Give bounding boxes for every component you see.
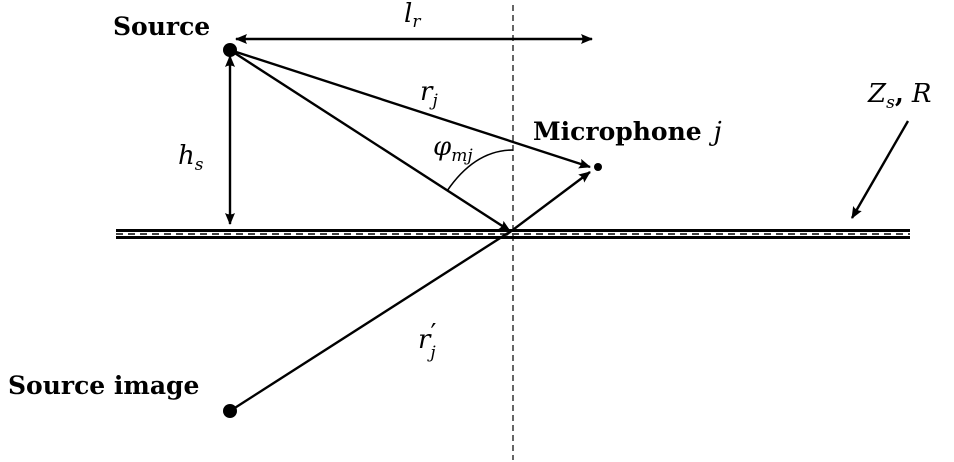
impedance-label: Zs,R bbox=[867, 79, 931, 113]
ground-surface bbox=[116, 229, 910, 239]
rj-prime-label: r′j bbox=[418, 319, 436, 363]
rj-main: r bbox=[420, 77, 434, 107]
rjp-main: r bbox=[418, 325, 432, 355]
incident-path-arrow bbox=[229, 48, 511, 233]
hs-sub: s bbox=[195, 155, 204, 175]
source-image-point bbox=[223, 404, 237, 418]
rjp-prime: ′ bbox=[430, 319, 436, 349]
zs-R: R bbox=[911, 79, 932, 109]
zs-main: Z bbox=[867, 79, 887, 109]
microphone-label: Microphone j bbox=[533, 117, 722, 147]
rj-sub: j bbox=[428, 91, 438, 111]
rjp-sub: j bbox=[426, 343, 436, 363]
lr-main: l bbox=[404, 0, 412, 29]
phi-angle-arc bbox=[446, 149, 514, 192]
image-path-line bbox=[229, 231, 509, 413]
microphone-index: j bbox=[709, 117, 722, 147]
phi-sub: mj bbox=[451, 146, 473, 166]
rj-label: rj bbox=[420, 77, 438, 111]
impedance-pointer-arrow bbox=[850, 120, 910, 219]
source-point bbox=[223, 43, 237, 57]
source-label: Source bbox=[113, 12, 210, 41]
zs-sub: s bbox=[886, 93, 895, 113]
phi-label: φmj bbox=[433, 132, 473, 166]
hs-main: h bbox=[178, 141, 195, 171]
reflected-path-arrow bbox=[505, 171, 591, 236]
lr-sub: r bbox=[412, 12, 421, 32]
phi-main: φ bbox=[433, 132, 452, 162]
hs-label: hs bbox=[178, 141, 204, 175]
direct-path-arrow bbox=[229, 48, 591, 169]
zs-sep: , bbox=[895, 79, 904, 109]
source-image-label: Source image bbox=[8, 371, 199, 400]
microphone-word: Microphone bbox=[533, 117, 702, 146]
lr-label: lr bbox=[404, 0, 421, 32]
microphone-point bbox=[594, 163, 602, 171]
